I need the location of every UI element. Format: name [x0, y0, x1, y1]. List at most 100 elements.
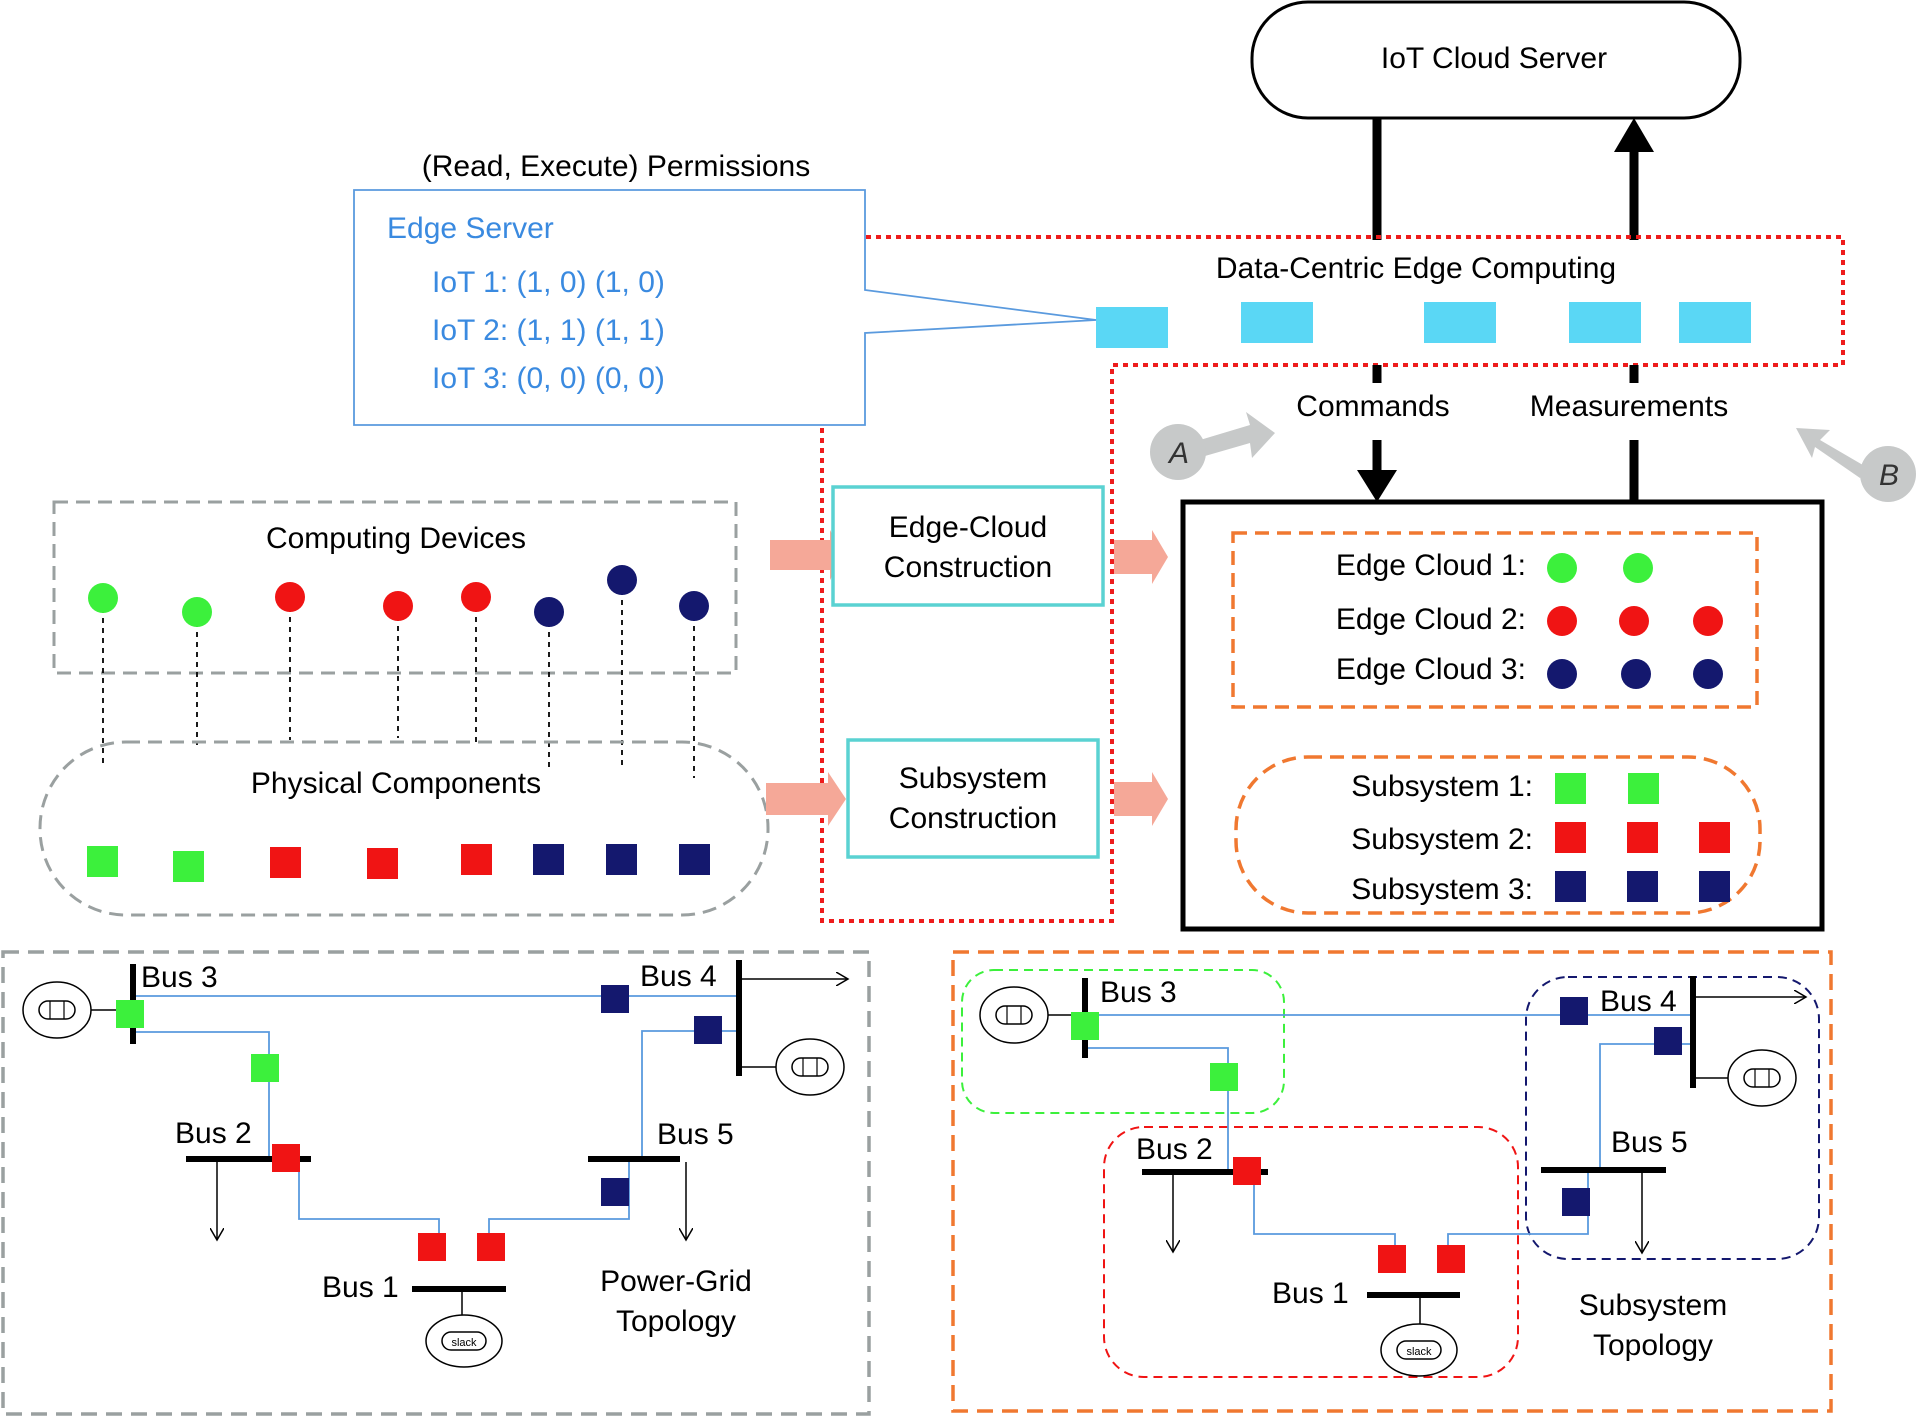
- slack-label: slack: [1406, 1346, 1432, 1358]
- subsystem-component: [1699, 871, 1730, 902]
- edge-node: [1569, 302, 1641, 343]
- subsystem-component: [1555, 822, 1586, 853]
- meter-navy: [1654, 1027, 1682, 1055]
- edge-node: [1679, 302, 1751, 343]
- component-green: [87, 846, 118, 877]
- component-red: [461, 844, 492, 875]
- component-navy: [679, 844, 710, 875]
- edge-cloud-label: Edge Cloud 1:: [1336, 549, 1526, 582]
- device-navy: [534, 597, 564, 627]
- marker-a-arrow: [1200, 412, 1275, 458]
- marker-b: [1860, 446, 1916, 502]
- edge-server-entry: IoT 1: (1, 0) (1, 0): [432, 266, 665, 299]
- measurements-label: Measurements: [1530, 390, 1728, 423]
- bus-label: Bus 2: [1136, 1133, 1213, 1166]
- bus-label: Bus 2: [175, 1117, 252, 1150]
- edge-cloud-label: Edge Cloud 3:: [1336, 653, 1526, 686]
- commands-label: Commands: [1296, 390, 1449, 423]
- subsystem-topology-box: [951, 950, 1833, 1413]
- power-grid-caption-line1: Power-Grid: [600, 1265, 752, 1298]
- computing-devices-label: Computing Devices: [266, 522, 526, 555]
- device-green: [182, 597, 212, 627]
- edge-node: [1096, 307, 1168, 348]
- bus-label: Bus 1: [1272, 1277, 1349, 1310]
- subsystems-box: [1234, 755, 1762, 915]
- subsystem-construction-line2: Construction: [889, 802, 1057, 835]
- edge-server-entry: IoT 3: (0, 0) (0, 0): [432, 362, 665, 395]
- up-arrowhead-icon: [1614, 118, 1654, 152]
- generator-icon: [1727, 1049, 1797, 1107]
- meter-navy: [694, 1016, 722, 1044]
- subsystem-caption-line2: Topology: [1593, 1329, 1713, 1362]
- slack-label: slack: [451, 1337, 477, 1349]
- bus-label: Bus 5: [1611, 1126, 1688, 1159]
- right-grid-wires: [1012, 997, 1806, 1324]
- meter-green: [116, 1000, 144, 1028]
- edge-cloud-device: [1547, 553, 1577, 583]
- edge-output-box: [1180, 499, 1825, 932]
- edge-cloud-device: [1693, 659, 1723, 689]
- meter-navy: [601, 985, 629, 1013]
- arrow-to-subsystems: [1114, 772, 1168, 826]
- component-green: [173, 851, 204, 882]
- generator-icon: [979, 986, 1049, 1044]
- subsystem-component: [1555, 773, 1586, 804]
- subsystem-construction-box: [846, 738, 1100, 859]
- computing-devices-box: [52, 500, 738, 675]
- subsystem-construction-line1: Subsystem: [899, 762, 1047, 795]
- meter-green: [251, 1054, 279, 1082]
- edge-cloud-device: [1547, 659, 1577, 689]
- meter-red: [1437, 1245, 1465, 1273]
- power-grid-topology-box: [1, 950, 871, 1416]
- subsystem-component: [1628, 773, 1659, 804]
- subsystem-label: Subsystem 1:: [1351, 770, 1533, 803]
- iot-cloud-server-label: IoT Cloud Server: [1381, 42, 1607, 75]
- edge-cloud-construction-line2: Construction: [884, 551, 1052, 584]
- meter-green: [1071, 1012, 1099, 1040]
- edge-cloud-construction-line1: Edge-Cloud: [889, 511, 1047, 544]
- subsystem-component: [1627, 871, 1658, 902]
- marker-a-label: A: [1167, 437, 1189, 470]
- generator-icon: [22, 981, 92, 1039]
- subsystem-label: Subsystem 3:: [1351, 873, 1533, 906]
- edge-server-entry: IoT 2: (1, 1) (1, 1): [432, 314, 665, 347]
- edge-server-callout: [353, 189, 1097, 426]
- subsystem-component: [1699, 822, 1730, 853]
- bus-label: Bus 1: [322, 1271, 399, 1304]
- component-navy: [533, 844, 564, 875]
- edge-clouds-box: [1231, 531, 1759, 709]
- permissions-title: (Read, Execute) Permissions: [422, 150, 810, 183]
- subsystem-caption-line1: Subsystem: [1579, 1289, 1727, 1322]
- edge-cloud-device: [1621, 659, 1651, 689]
- edge-cloud-device: [1619, 606, 1649, 636]
- dcec-boundary: [820, 235, 1845, 923]
- device-navy: [607, 565, 637, 595]
- meter-navy: [1562, 1188, 1590, 1216]
- subsystem-region-red: [1103, 1126, 1519, 1378]
- device-navy: [679, 591, 709, 621]
- edge-cloud-construction-box: [831, 485, 1105, 607]
- dcec-label: Data-Centric Edge Computing: [1216, 252, 1616, 285]
- down-arrowhead-icon: [1357, 470, 1397, 502]
- meter-red: [418, 1233, 446, 1261]
- subsystem-component: [1555, 871, 1586, 902]
- bus-label: Bus 3: [141, 961, 218, 994]
- physical-components-label: Physical Components: [251, 767, 541, 800]
- device-red: [275, 582, 305, 612]
- bus-label: Bus 5: [657, 1118, 734, 1151]
- edge-server-title: Edge Server: [387, 212, 554, 245]
- arrow-to-subsystem-construction: [766, 772, 846, 826]
- meter-navy: [1560, 997, 1588, 1025]
- device-red: [461, 582, 491, 612]
- meter-red: [272, 1144, 300, 1172]
- meter-navy: [601, 1178, 629, 1206]
- marker-a: [1150, 424, 1206, 480]
- marker-b-label: B: [1879, 459, 1899, 492]
- edge-node: [1424, 302, 1496, 343]
- meter-red: [477, 1233, 505, 1261]
- bus-label: Bus 4: [1600, 985, 1677, 1018]
- edge-cloud-device: [1547, 606, 1577, 636]
- device-green: [88, 583, 118, 613]
- device-red: [383, 591, 413, 621]
